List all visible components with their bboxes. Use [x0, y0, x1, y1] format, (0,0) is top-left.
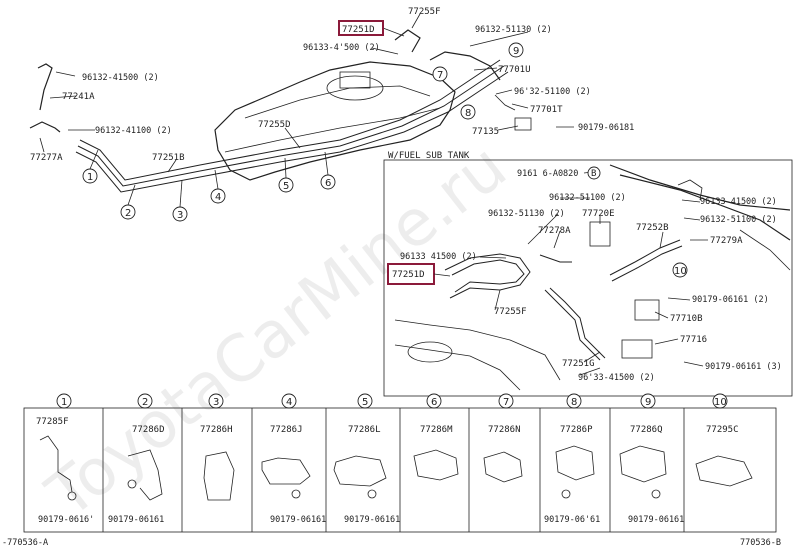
callout-1: 1 [87, 172, 93, 183]
callout-2: 2 [125, 208, 131, 219]
parts-strip [23, 407, 777, 533]
label-77135: 77135 [472, 127, 499, 137]
label-96132-51100-top: 96'32-51100 (2) [514, 87, 591, 97]
strip-bolt-1: 90179-0616' [38, 515, 94, 525]
strip-bolt-8: 90179-06'61 [544, 515, 600, 525]
label-91616-A0820: 9161 6-A0820 [517, 169, 578, 179]
label-77277A: 77277A [30, 153, 63, 163]
highlight-box-77251D-top [338, 20, 384, 36]
footer-left: -770536-A [2, 538, 48, 548]
strip-num-6: 6 [431, 397, 437, 408]
callout-4: 4 [215, 192, 221, 203]
callout-B: B [591, 169, 596, 179]
label-96132-41100: 96132-41100 (2) [95, 126, 172, 136]
label-96133-41500-top: 96133-4'500 (2) [303, 43, 380, 53]
sub-tank-drawing [394, 164, 791, 391]
strip-cell-2: 2 77286D 90179-06161 [108, 393, 165, 525]
strip-num-10: 10 [714, 397, 727, 408]
strip-bolt-9: 90179-06161 [628, 515, 684, 525]
label-96132-41500-a: 96132-41500 (2) [82, 73, 159, 83]
strip-cell-4: 4 77286J 90179-06161 [261, 393, 326, 525]
label-77710B: 77710B [670, 314, 703, 324]
strip-code-2: 77286D [132, 425, 165, 435]
label-90179-06181: 90179-06181 [578, 123, 634, 133]
callout-6: 6 [325, 178, 331, 189]
callout-10-circle [672, 262, 688, 278]
watermark: ToyotaCarMine.ru [34, 130, 521, 533]
label-77251D-top: 77251D [342, 25, 375, 35]
callout-9: 9 [513, 46, 519, 57]
label-90179-06161-inset-3: 90179-06161 (3) [705, 362, 782, 372]
strip-num-5: 5 [362, 397, 368, 408]
label-96132-51100-inset-right: 96132-51100 (2) [700, 215, 777, 225]
label-77241A: 77241A [62, 92, 95, 102]
callout-7: 7 [437, 70, 443, 81]
strip-bolt-5: 90179-06161 [344, 515, 400, 525]
strip-cell-10: 10 77295C [695, 393, 753, 487]
strip-num-7: 7 [503, 397, 509, 408]
callout-3: 3 [177, 210, 183, 221]
label-77255D: 77255D [258, 120, 291, 130]
label-77701T: 77701T [530, 105, 563, 115]
strip-num-3: 3 [213, 397, 219, 408]
label-90179-06161-inset: 90179-06161 (2) [692, 295, 769, 305]
strip-cell-3: 3 77286H [200, 393, 235, 501]
strip-code-5: 77286L [348, 425, 381, 435]
strip-code-6: 77286M [420, 425, 453, 435]
label-96132-51130-top: 96132-51130 (2) [475, 25, 552, 35]
strip-bolt-4: 90179-06161 [270, 515, 326, 525]
callout-circles-main: 1 2 3 4 5 6 7 8 9 [82, 42, 524, 222]
label-77278A: 77278A [538, 226, 571, 236]
label-96133-41500-inset-bottom: 96'33-41500 (2) [578, 373, 655, 383]
label-77255F-inset: 77255F [494, 307, 527, 317]
label-77279A: 77279A [710, 236, 743, 246]
callout-8: 8 [465, 108, 471, 119]
strip-code-3: 77286H [200, 425, 233, 435]
label-77251B: 77251B [152, 153, 185, 163]
callout-10: 10 [674, 266, 687, 277]
label-96132-51100-inset: 96132-51100 (2) [549, 193, 626, 203]
label-77255F-top: 77255F [408, 7, 441, 17]
strip-cell-1: 1 77285F 90179-0616' [36, 393, 94, 525]
strip-code-4: 77286J [270, 425, 303, 435]
strip-code-8: 77286P [560, 425, 593, 435]
strip-num-9: 9 [645, 397, 651, 408]
strip-num-1: 1 [61, 397, 67, 408]
label-77720E: 77720E [582, 209, 615, 219]
strip-cell-6: 6 77286M [413, 393, 459, 481]
strip-cell-7: 7 77286N [483, 393, 523, 483]
strip-code-7: 77286N [488, 425, 521, 435]
label-96133-41500-inset-right: 96133-41500 (2) [700, 197, 777, 207]
label-77251G: 77251G [562, 359, 595, 369]
label-96132-51130-inset: 96132-51130 (2) [488, 209, 565, 219]
strip-code-1: 77285F [36, 417, 69, 427]
inset-box [383, 159, 793, 397]
label-77251D-inset: 77251D [392, 270, 425, 280]
strip-cell-9: 9 77286Q 90179-06161 [619, 393, 684, 525]
main-fuel-lines [29, 29, 532, 193]
footer-right: 770536-B [740, 538, 781, 548]
label-77252B: 77252B [636, 223, 669, 233]
callout-B-circle [587, 166, 601, 180]
strip-bolt-2: 90179-06161 [108, 515, 164, 525]
main-fuel-tank [214, 61, 456, 181]
strip-code-10: 77295C [706, 425, 739, 435]
strip-cell-8: 8 77286P 90179-06'61 [544, 393, 600, 525]
strip-num-8: 8 [571, 397, 577, 408]
strip-num-4: 4 [286, 397, 292, 408]
strip-code-9: 77286Q [630, 425, 663, 435]
leader-lines-main [39, 13, 574, 173]
label-77701U: 77701U [498, 65, 531, 75]
strip-num-2: 2 [142, 397, 148, 408]
leader-lines-inset [433, 171, 708, 376]
label-96133-41500-inset: 96133 41500 (2) [400, 252, 477, 262]
label-77716: 77716 [680, 335, 707, 345]
strip-cell-5: 5 77286L 90179-06161 [333, 393, 400, 525]
inset-title: W/FUEL SUB TANK [388, 151, 470, 161]
callout-5: 5 [283, 181, 289, 192]
